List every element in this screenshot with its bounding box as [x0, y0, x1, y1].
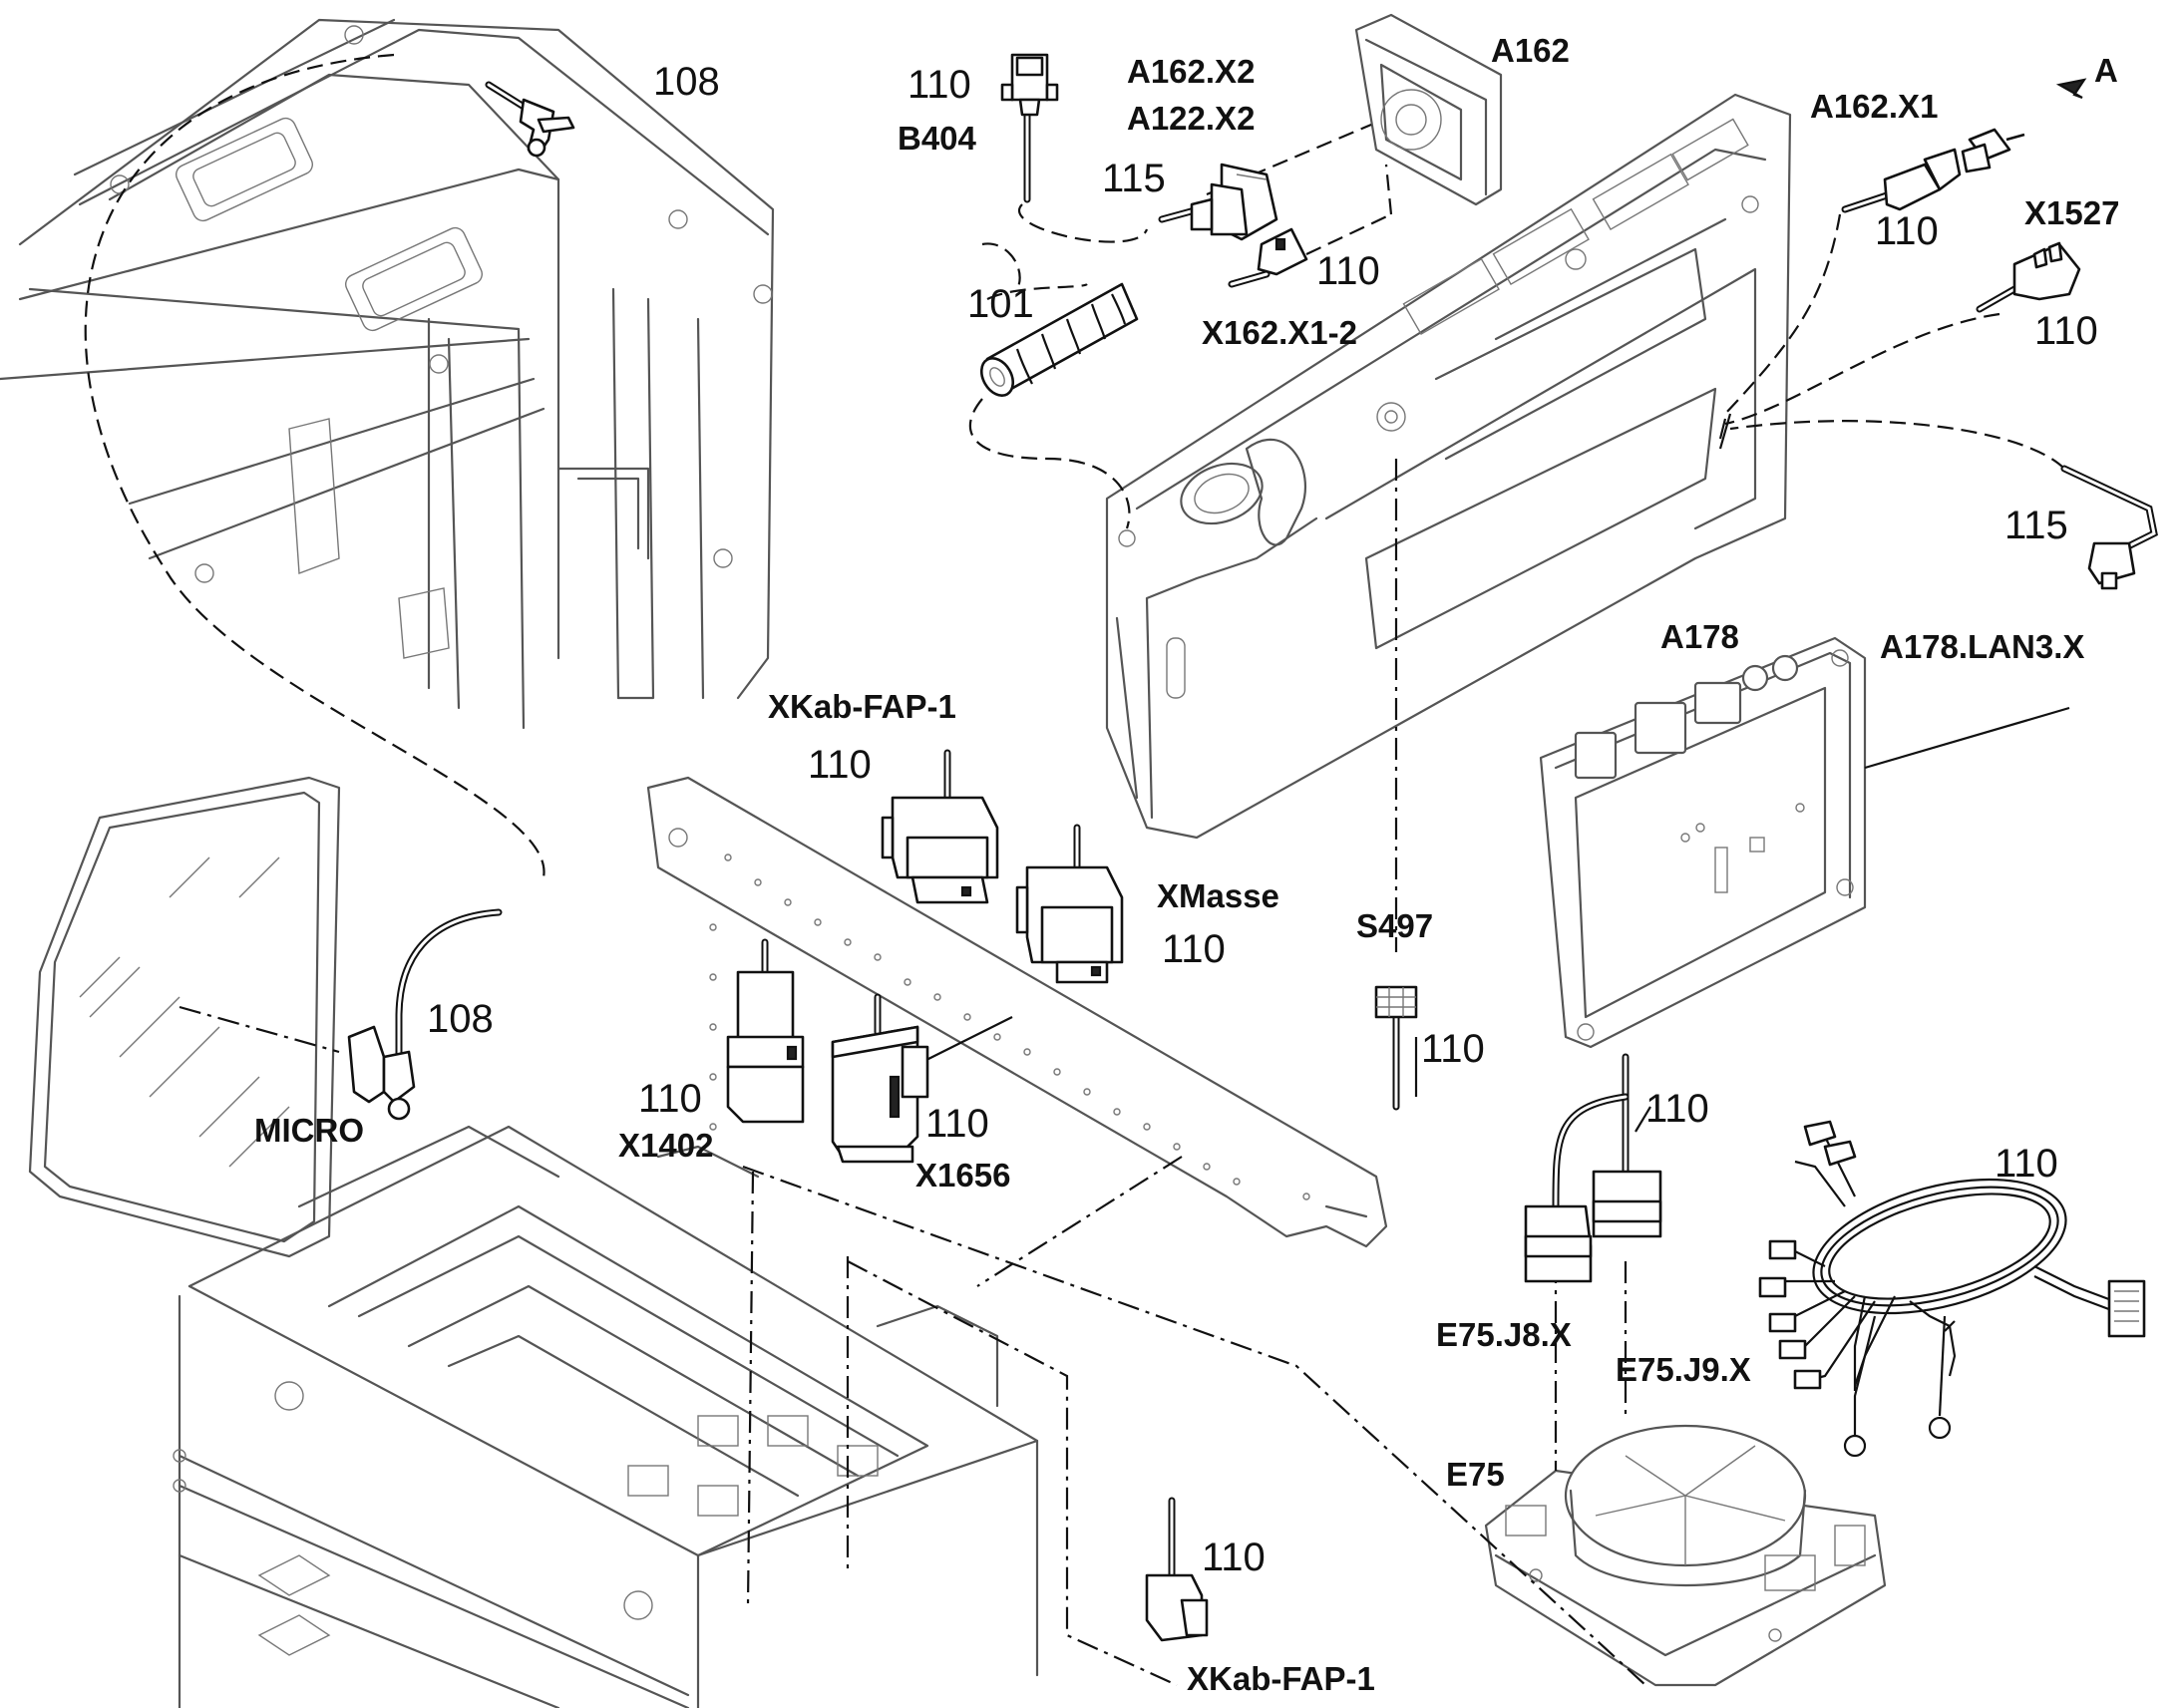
connector-e75-pair	[1524, 1053, 1662, 1283]
label-item-110-b404: 110	[908, 63, 971, 107]
label-xkab-fap-1-bottom: XKab-FAP-1	[1187, 1660, 1375, 1697]
connector-a178-lan3-x	[2060, 465, 2158, 590]
label-item-115-top: 115	[1102, 157, 1166, 200]
label-x1656: X1656	[915, 1157, 1010, 1194]
label-view-a: A	[2094, 52, 2118, 89]
label-a162: A162	[1491, 32, 1570, 69]
cab-frame	[0, 18, 775, 730]
connector-x1527	[1976, 241, 2081, 313]
arrow-left-icon	[2055, 78, 2087, 100]
operator-console	[1105, 93, 1792, 840]
connector-s497	[1374, 985, 1418, 1111]
sensor-108-top	[485, 81, 575, 158]
label-b404: B404	[898, 120, 977, 157]
label-a162-x2: A162.X2	[1127, 53, 1255, 90]
label-a178-lan3-x: A178.LAN3.X	[1880, 628, 2084, 665]
label-s497: S497	[1356, 907, 1433, 944]
label-item-108-micro: 108	[427, 997, 494, 1041]
control-unit-a178	[1539, 636, 1867, 1049]
connector-xkab-fap-1-bottom	[1145, 1497, 1209, 1642]
label-x1527: X1527	[2024, 194, 2119, 231]
connector-xkab-fap-1-top	[881, 749, 999, 904]
label-x1402: X1402	[618, 1127, 713, 1164]
leader-lines	[84, 53, 2070, 1687]
label-item-110-x1656: 110	[925, 1102, 989, 1146]
label-item-110-xkab-top: 110	[808, 743, 872, 787]
mounting-plate	[646, 776, 1388, 1248]
label-item-110-x1527: 110	[2034, 309, 2098, 353]
label-x162-x1-2: X162.X1-2	[1202, 314, 1357, 351]
label-item-110-a162x1: 110	[1875, 209, 1939, 253]
label-xmasse: XMasse	[1157, 877, 1279, 914]
connector-a162-x2	[1158, 163, 1278, 241]
side-window	[28, 776, 341, 1258]
label-e75-j8-x: E75.J8.X	[1436, 1316, 1572, 1353]
connector-xmasse	[1015, 824, 1124, 984]
label-e75-j9-x: E75.J9.X	[1616, 1351, 1751, 1388]
display-a162	[1354, 13, 1503, 206]
micro-switch-108	[347, 908, 503, 1121]
label-item-101: 101	[967, 282, 1034, 326]
label-item-110-s497: 110	[1421, 1027, 1485, 1071]
label-xkab-fap-1-top: XKab-FAP-1	[768, 688, 956, 725]
label-a162-x1: A162.X1	[1810, 88, 1938, 125]
module-e75	[1484, 1424, 1887, 1687]
connector-b404	[1000, 53, 1059, 203]
connector-x1402	[726, 938, 805, 1124]
label-item-115-right: 115	[2004, 504, 2068, 547]
label-item-108-top: 108	[653, 60, 720, 104]
label-item-110-x1402: 110	[638, 1077, 702, 1121]
label-item-110-x162: 110	[1316, 249, 1380, 293]
label-item-110-harness: 110	[1995, 1142, 2058, 1186]
label-a122-x2: A122.X2	[1127, 100, 1255, 137]
label-item-110-xmasse: 110	[1162, 927, 1226, 971]
connector-x1656	[831, 993, 929, 1164]
label-e75: E75	[1446, 1456, 1505, 1493]
callout-labels: 108 110 B404 A162.X2 A122.X2 A162 115 10…	[254, 32, 2119, 1697]
cab-base	[173, 1125, 1039, 1708]
label-a178: A178	[1660, 618, 1739, 655]
spiral-wrap-101	[979, 282, 1139, 397]
wire-harness-110	[1758, 1120, 2146, 1458]
label-item-110-xkab-bottom: 110	[1202, 1536, 1266, 1579]
connector-x162-x1-2	[1228, 227, 1308, 288]
label-micro: MICRO	[254, 1112, 364, 1149]
label-item-110-e75: 110	[1645, 1087, 1709, 1131]
connector-a162-x1	[1841, 78, 2087, 213]
